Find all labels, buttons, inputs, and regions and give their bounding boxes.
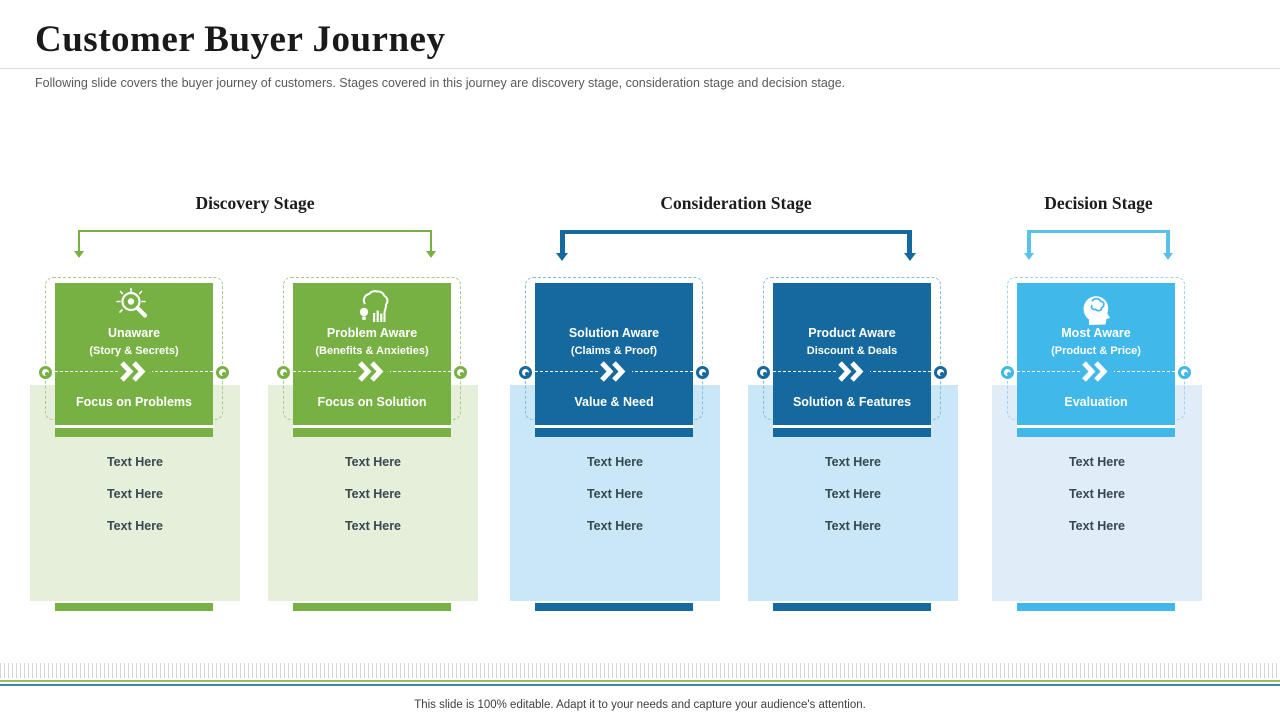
connector-dot-icon — [757, 366, 770, 379]
slide-subtitle: Following slide covers the buyer journey… — [35, 76, 846, 90]
text-placeholder: Text Here — [344, 455, 402, 469]
journey-column-solution-aware: Text Here Text Here Text Here Solution A… — [510, 0, 720, 720]
connector-dot-icon — [519, 366, 532, 379]
card-title: Problem Aware — [326, 326, 418, 340]
stage-card: Solution Aware (Claims & Proof) Value & … — [535, 283, 693, 425]
card-band-label: Solution & Features — [792, 395, 912, 409]
card-bottom-strip — [55, 425, 213, 437]
text-placeholder: Text Here — [1068, 487, 1126, 501]
bracket-bar — [78, 230, 432, 252]
footer-divider-blue — [0, 684, 1280, 686]
arrow-down-icon — [426, 251, 436, 258]
chevron-right-icon — [356, 360, 390, 383]
chevron-right-icon — [598, 360, 632, 383]
discovery-stage-bracket — [74, 230, 436, 258]
journey-column-product-aware: Text Here Text Here Text Here Product Aw… — [748, 0, 958, 720]
journey-column-most-aware: Text Here Text Here Text Here Most Aware… — [992, 0, 1202, 720]
stage-card: Product Aware Discount & Deals Solution … — [773, 283, 931, 425]
connector-dot-icon — [934, 366, 947, 379]
connector-dot-icon — [39, 366, 52, 379]
stage-card: Problem Aware (Benefits & Anxieties) Foc… — [293, 283, 451, 425]
arrow-down-icon — [904, 253, 916, 261]
arrow-down-icon — [74, 251, 84, 258]
search-icon — [55, 287, 213, 327]
title-divider — [0, 68, 1280, 69]
card-subtitle: (Benefits & Anxieties) — [315, 345, 429, 357]
idea-head-icon — [293, 287, 451, 327]
page-title: Customer Buyer Journey — [35, 19, 446, 60]
text-placeholder: Text Here — [106, 487, 164, 501]
column-bottom-bar — [535, 603, 693, 611]
card-bottom-strip — [293, 425, 451, 437]
decision-stage-bracket — [1024, 230, 1173, 260]
text-placeholder: Text Here — [824, 519, 882, 533]
card-bottom-strip — [535, 425, 693, 437]
column-bottom-bar — [773, 603, 931, 611]
card-title: Unaware — [107, 326, 161, 340]
chevron-right-icon — [1080, 360, 1114, 383]
connector-dot-icon — [1178, 366, 1191, 379]
card-title: Solution Aware — [568, 326, 660, 340]
column-bottom-bar — [1017, 603, 1175, 611]
footer-note: This slide is 100% editable. Adapt it to… — [414, 699, 866, 711]
text-placeholder: Text Here — [1068, 455, 1126, 469]
stage-card: Unaware (Story & Secrets) Focus on Probl… — [55, 283, 213, 425]
text-placeholder: Text Here — [106, 455, 164, 469]
card-band-label: Focus on Solution — [317, 395, 427, 409]
arrow-down-icon — [556, 253, 568, 261]
text-placeholder: Text Here — [586, 455, 644, 469]
text-placeholder: Text Here — [586, 519, 644, 533]
bracket-bar — [1027, 230, 1170, 254]
column-bottom-bar — [55, 603, 213, 611]
connector-dot-icon — [277, 366, 290, 379]
card-subtitle: (Story & Secrets) — [89, 345, 179, 357]
text-placeholder: Text Here — [824, 487, 882, 501]
text-placeholder: Text Here — [824, 455, 882, 469]
stage-card: Most Aware (Product & Price) Evaluation — [1017, 283, 1175, 425]
footer-stripe-band — [0, 663, 1280, 678]
text-placeholder: Text Here — [586, 487, 644, 501]
connector-dot-icon — [216, 366, 229, 379]
stage-label-consideration: Consideration Stage — [660, 193, 812, 213]
card-subtitle: (Product & Price) — [1051, 345, 1141, 357]
text-placeholder: Text Here — [106, 519, 164, 533]
text-placeholder: Text Here — [344, 487, 402, 501]
consideration-stage-bracket — [556, 230, 916, 261]
stage-label-discovery: Discovery Stage — [195, 193, 315, 213]
card-subtitle: Discount & Deals — [806, 345, 898, 357]
stage-label-decision: Decision Stage — [1044, 193, 1153, 213]
connector-dot-icon — [1001, 366, 1014, 379]
bracket-bar — [560, 230, 912, 254]
card-bottom-strip — [1017, 425, 1175, 437]
chevron-right-icon — [118, 360, 152, 383]
card-title: Product Aware — [808, 326, 896, 340]
card-band-label: Evaluation — [1064, 395, 1128, 409]
chevron-right-icon — [836, 360, 870, 383]
card-title: Most Aware — [1061, 326, 1131, 340]
text-placeholder: Text Here — [344, 519, 402, 533]
brain-head-icon — [1017, 287, 1175, 327]
arrow-down-icon — [1024, 253, 1034, 260]
column-bottom-bar — [293, 603, 451, 611]
connector-dot-icon — [454, 366, 467, 379]
card-band-label: Value & Need — [574, 395, 654, 409]
footer-divider-green — [0, 680, 1280, 682]
journey-column-unaware: Text Here Text Here Text Here — [30, 0, 240, 720]
card-bottom-strip — [773, 425, 931, 437]
arrow-down-icon — [1163, 253, 1173, 260]
connector-dot-icon — [696, 366, 709, 379]
card-subtitle: (Claims & Proof) — [570, 345, 658, 357]
journey-column-problem-aware: Text Here Text Here Text Here Problem Aw… — [268, 0, 478, 720]
card-band-label: Focus on Problems — [76, 395, 192, 409]
text-placeholder: Text Here — [1068, 519, 1126, 533]
